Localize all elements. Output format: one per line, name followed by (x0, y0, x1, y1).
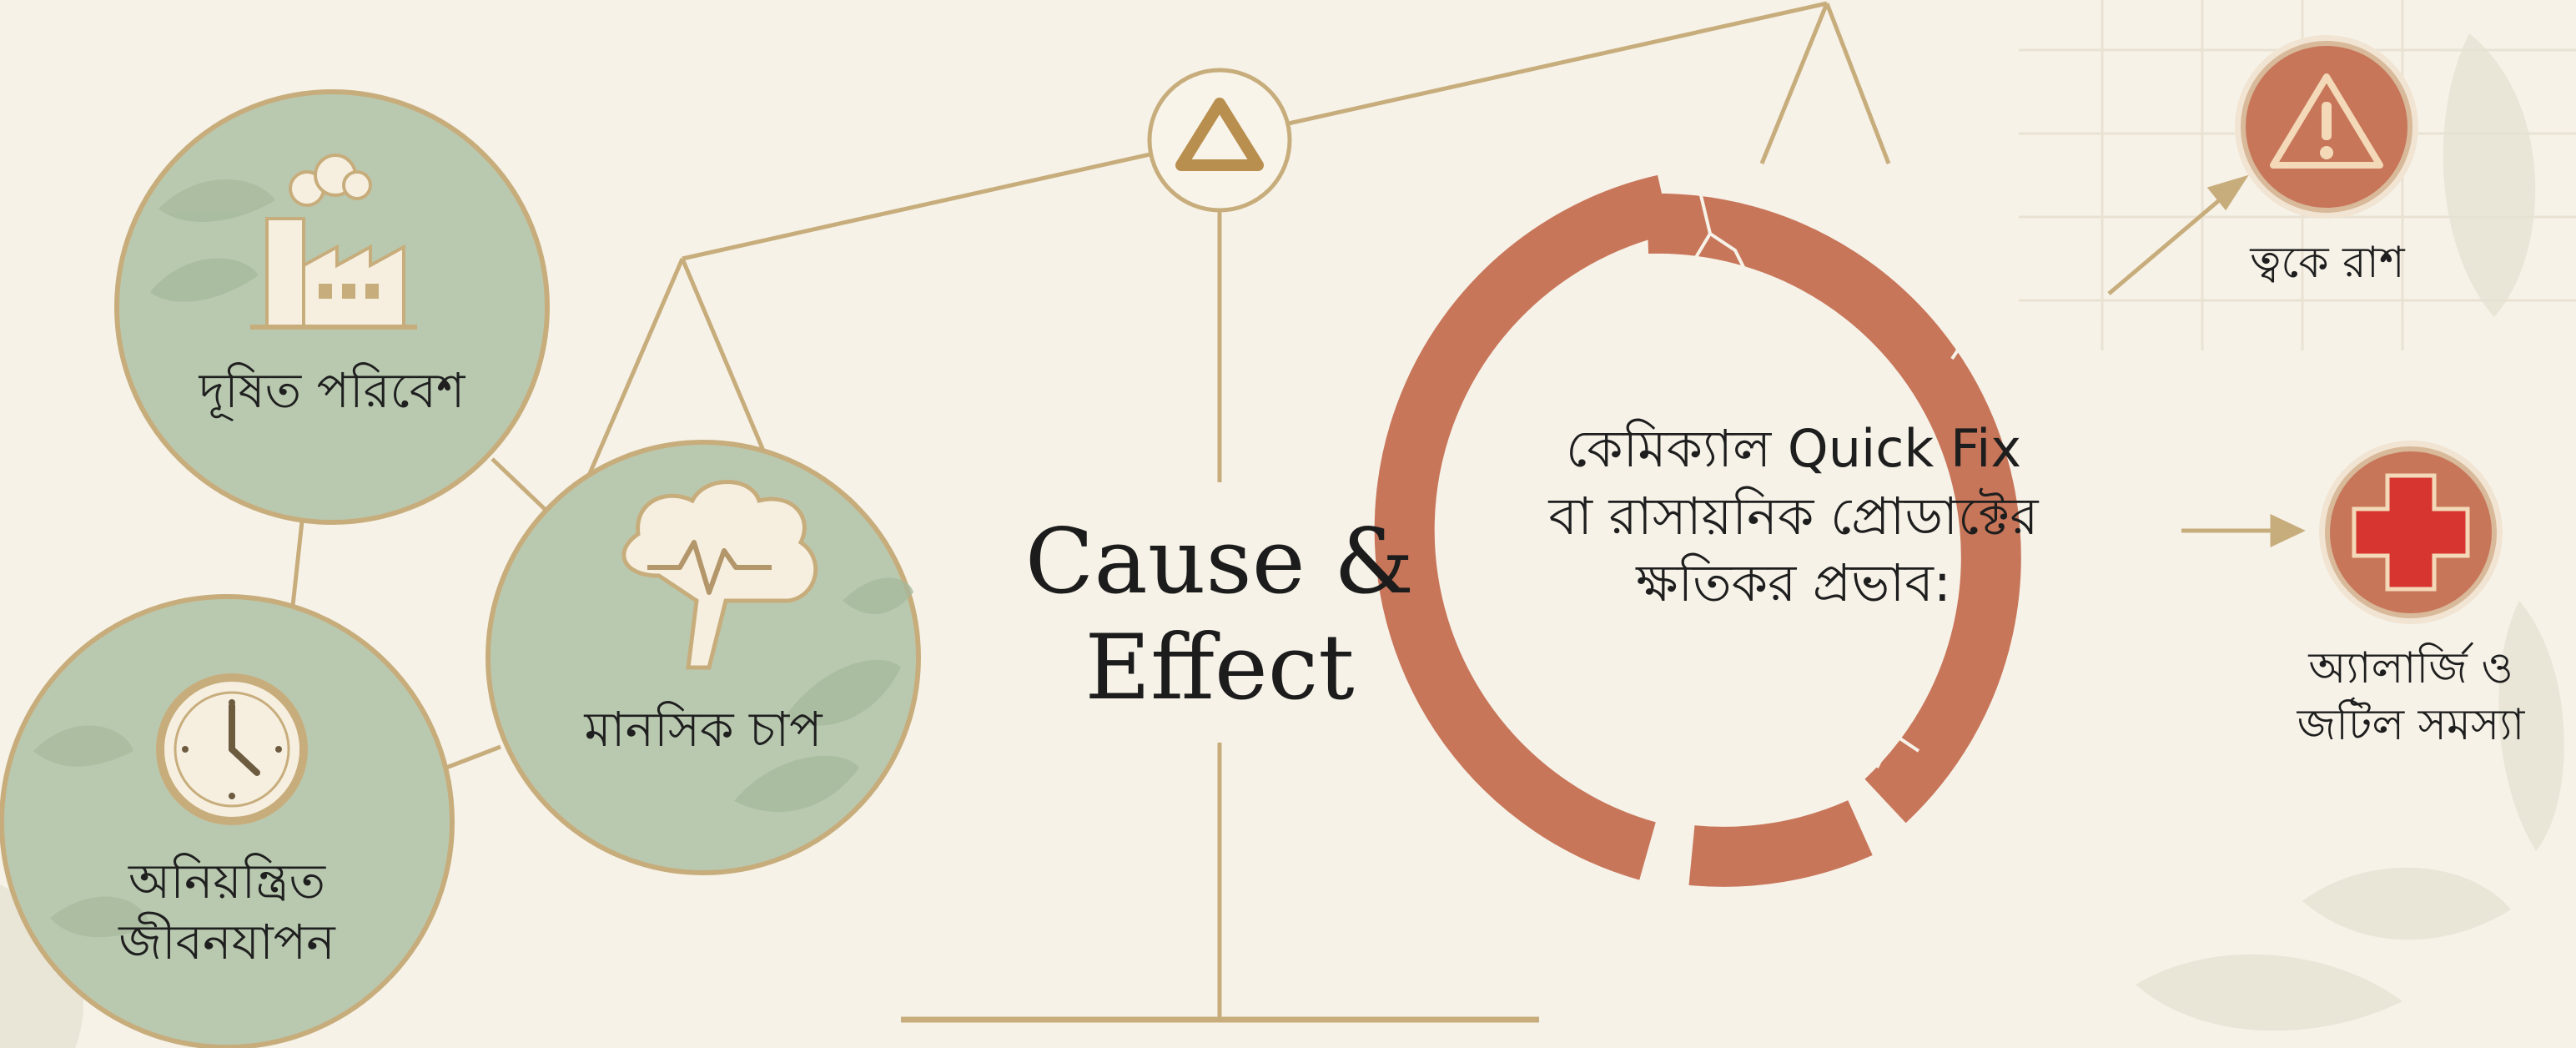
cause-label-polluted-environment: দূষিত পরিবেশ (199, 362, 465, 419)
chemical-effect-line2: বা রাসায়নিক প্রোডাক্টের (1548, 485, 2039, 547)
cause-uncontrolled-lifestyle (0, 594, 455, 1048)
right-hanger-right (1824, 3, 1891, 164)
scale-pivot (1147, 68, 1292, 213)
triangle-icon (1175, 98, 1264, 171)
effect-label-skin-rash: ত্বকে রাশ (2250, 238, 2405, 288)
clock-icon (156, 673, 308, 825)
right-hanger-left (1759, 3, 1829, 164)
effect-label-allergy-line1: অ্যালার্জি ও (2308, 643, 2513, 693)
cause-label-uncontrolled-lifestyle: অনিয়ন্ত্রিত জীবনযাপন (60, 851, 394, 972)
cause-label-mental-stress: মানসিক চাপ (584, 701, 823, 758)
cause-connectors (289, 457, 548, 770)
left-hanger-right (680, 258, 766, 451)
chemical-ring (1374, 174, 2021, 887)
cause-label-line1: অনিয়ন্ত্রিত (128, 853, 325, 909)
arrow-head-right (2270, 514, 2306, 547)
cause-mental-stress (486, 440, 921, 875)
chemical-effect-line1: কেমিক্যাল Quick Fix (1565, 418, 2022, 479)
ring-cracks (1534, 191, 2004, 768)
effect-label-allergy-line2: জটিল সমস্যা (2297, 699, 2525, 750)
center-title-line1: Cause & (1024, 510, 1415, 614)
effect-allergy-badge (2319, 441, 2503, 624)
effect-label-allergy: অ্যালার্জি ও জটিল সমস্যা (2244, 641, 2576, 753)
brain-icon (621, 480, 818, 670)
center-title: Cause & Effect (986, 509, 1453, 722)
cause-polluted-environment (114, 89, 550, 525)
effect-skin-rash-badge (2235, 35, 2418, 219)
background-leaves (0, 33, 2564, 1048)
center-title-line2: Effect (1084, 616, 1355, 721)
left-hanger-left (586, 258, 685, 478)
chemical-effect-line3: ক্ষতিকর প্রভাব: (1636, 552, 1951, 614)
warning-icon (2270, 73, 2383, 169)
effect-arrows (2107, 174, 2306, 547)
factory-icon (250, 154, 417, 330)
chemical-effect-text: কেমিক্যাল Quick Fix বা রাসায়নিক প্রোডাক… (1460, 416, 2127, 617)
cause-label-line2: জীবনযাপন (118, 913, 335, 970)
medical-cross-icon (2352, 473, 2470, 592)
arrow-head-up (2206, 174, 2249, 211)
